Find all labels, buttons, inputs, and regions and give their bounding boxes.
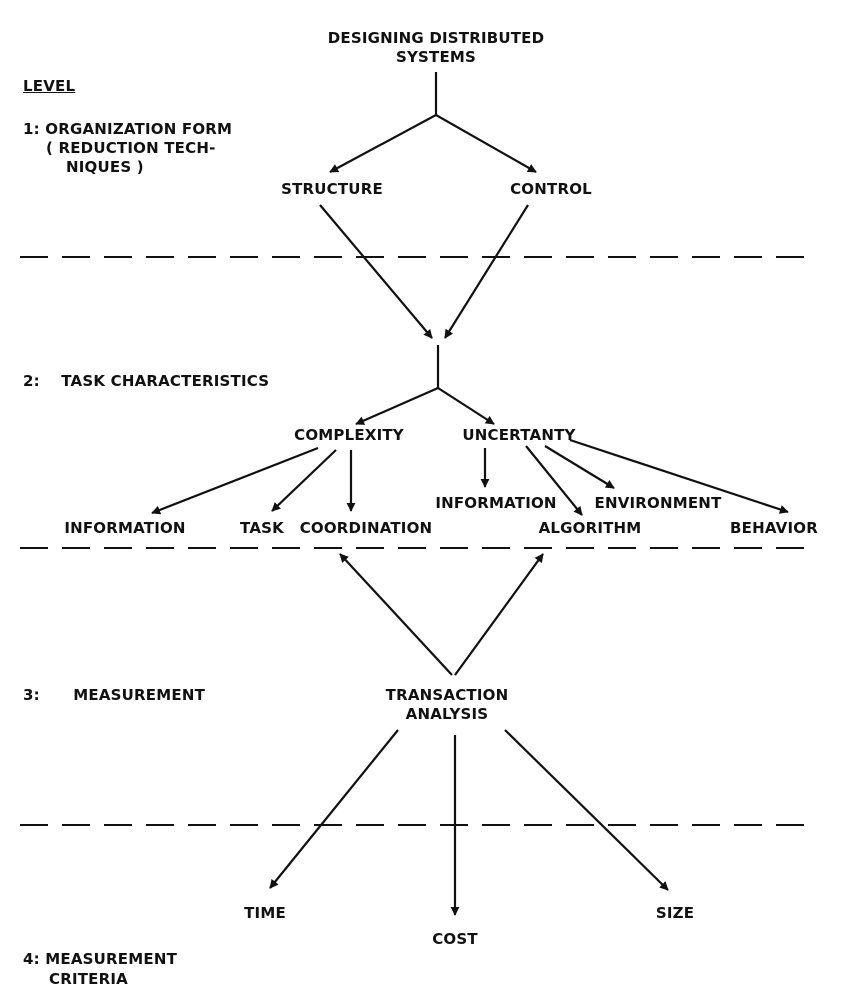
- arrow-transaction-to-algorithm: [454, 553, 544, 676]
- level-2-text: TASK CHARACTERISTICS: [61, 372, 270, 390]
- node-control: CONTROL: [510, 180, 592, 198]
- level-2-number: 2:: [23, 372, 40, 390]
- level-2-label: 2: TASK CHARACTERISTICS: [23, 372, 269, 391]
- transaction-line-1: TRANSACTION: [385, 686, 509, 704]
- arrow-transaction-to-coordination: [339, 553, 453, 676]
- transaction-line-2: ANALYSIS: [405, 705, 489, 723]
- level-4-number: 4:: [23, 950, 40, 968]
- arrow-complexity-to-information: [151, 446, 319, 515]
- arrow-to-uncertainty: [437, 387, 495, 425]
- level-heading: LEVEL: [23, 77, 76, 95]
- arrow-complexity-to-task: [271, 449, 337, 512]
- title-line-2: SYSTEMS: [395, 48, 477, 66]
- node-uncertainty-information: INFORMATION: [435, 494, 557, 512]
- level-1-line-3: NIQUES ): [66, 158, 144, 176]
- level-4-line-1: MEASUREMENT: [45, 950, 178, 968]
- arrow-to-complexity: [355, 386, 439, 426]
- level-1-line-1: ORGANIZATION FORM: [45, 120, 233, 138]
- node-coordination: COORDINATION: [299, 519, 433, 537]
- node-complexity-information: INFORMATION: [64, 519, 186, 537]
- level-1-label: 1: ORGANIZATION FORM: [23, 120, 232, 139]
- level-4-label: 4: MEASUREMENT: [23, 950, 177, 969]
- node-time: TIME: [244, 904, 286, 922]
- arrow-to-control: [435, 114, 537, 173]
- level-4-line-2: CRITERIA: [49, 970, 128, 988]
- arrow-to-size: [504, 729, 669, 891]
- level-3-text: MEASUREMENT: [73, 686, 206, 704]
- node-cost: COST: [432, 930, 478, 948]
- node-algorithm: ALGORITHM: [538, 519, 642, 537]
- node-transaction-analysis: TRANSACTION ANALYSIS: [386, 686, 509, 724]
- node-task: TASK: [240, 519, 284, 537]
- arrow-to-structure: [329, 114, 437, 173]
- arrow-uncertainty-to-environment: [544, 445, 615, 489]
- arrow-structure-to-level2: [319, 204, 433, 339]
- diagram-title: DESIGNING DISTRIBUTED SYSTEMS: [328, 29, 545, 67]
- arrow-control-to-level2: [444, 204, 529, 339]
- level-1-number: 1:: [23, 120, 40, 138]
- level-1-line-2: ( REDUCTION TECH-: [46, 139, 216, 157]
- node-size: SIZE: [655, 904, 695, 922]
- node-environment: ENVIRONMENT: [594, 494, 722, 512]
- level-3-label: 3: MEASUREMENT: [23, 686, 205, 705]
- arrow-uncertainty-to-algorithm: [525, 445, 583, 516]
- arrow-to-time: [269, 729, 399, 889]
- level-3-number: 3:: [23, 686, 40, 704]
- node-behavior: BEHAVIOR: [730, 519, 818, 537]
- node-complexity: COMPLEXITY: [294, 426, 404, 444]
- node-uncertainty: UNCERTANTY: [462, 426, 576, 444]
- node-structure: STRUCTURE: [281, 180, 383, 198]
- title-line-1: DESIGNING DISTRIBUTED: [327, 29, 545, 47]
- arrow-uncertainty-to-behavior: [569, 438, 789, 514]
